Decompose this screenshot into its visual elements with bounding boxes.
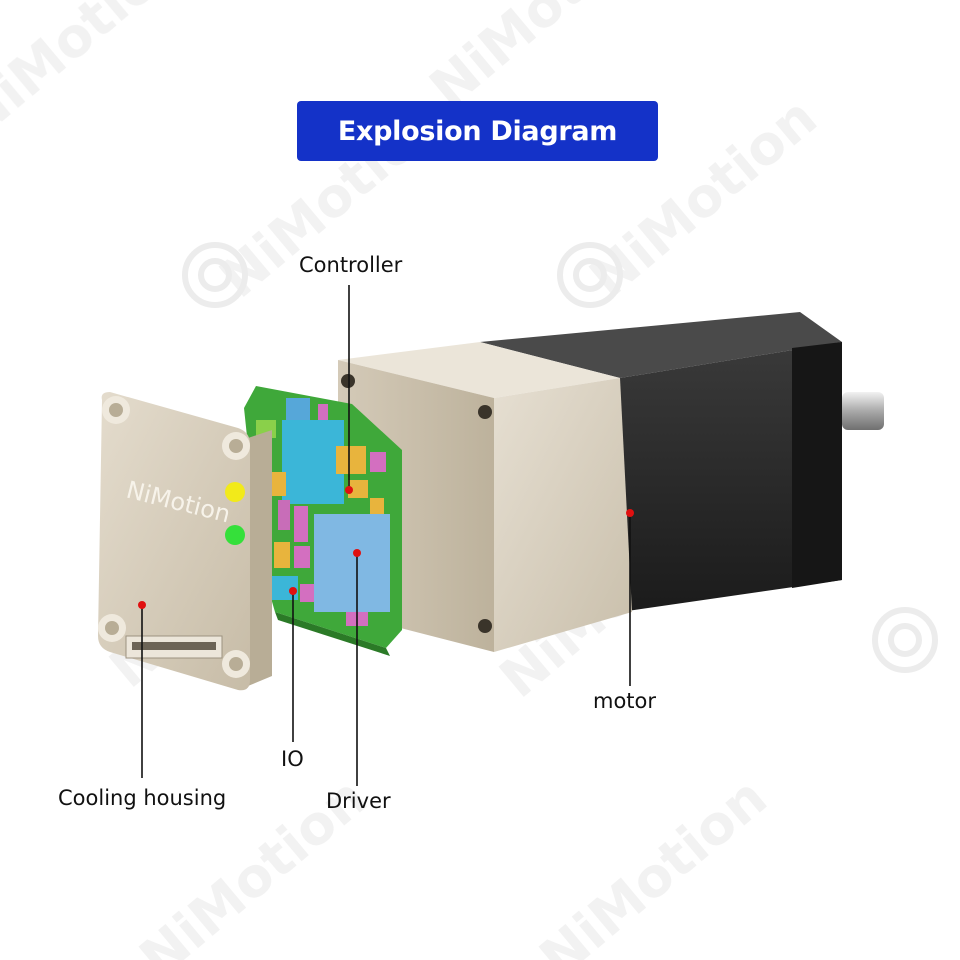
driver-chip <box>314 514 390 612</box>
connector-pins <box>125 635 223 659</box>
label-controller: Controller <box>299 253 403 277</box>
label-driver: Driver <box>326 789 391 813</box>
label-io: IO <box>281 747 304 771</box>
marker-motor <box>626 509 634 517</box>
status-led-yellow <box>225 482 245 502</box>
status-led-green <box>225 525 245 545</box>
leader-lines <box>141 285 631 786</box>
label-cooling-housing: Cooling housing <box>58 786 227 810</box>
marker-cooling-housing <box>138 601 146 609</box>
title-banner: Explosion Diagram <box>297 101 658 161</box>
pcb-board <box>244 386 402 656</box>
page-title: Explosion Diagram <box>337 115 618 147</box>
marker-controller <box>345 486 353 494</box>
label-motor: motor <box>593 689 657 713</box>
motor-shaft <box>842 392 884 430</box>
cooling-housing: NiMotion <box>98 392 272 691</box>
marker-io <box>289 587 297 595</box>
markers <box>138 486 634 609</box>
motor-body <box>480 312 842 612</box>
controller-chip <box>282 420 344 504</box>
marker-driver <box>353 549 361 557</box>
